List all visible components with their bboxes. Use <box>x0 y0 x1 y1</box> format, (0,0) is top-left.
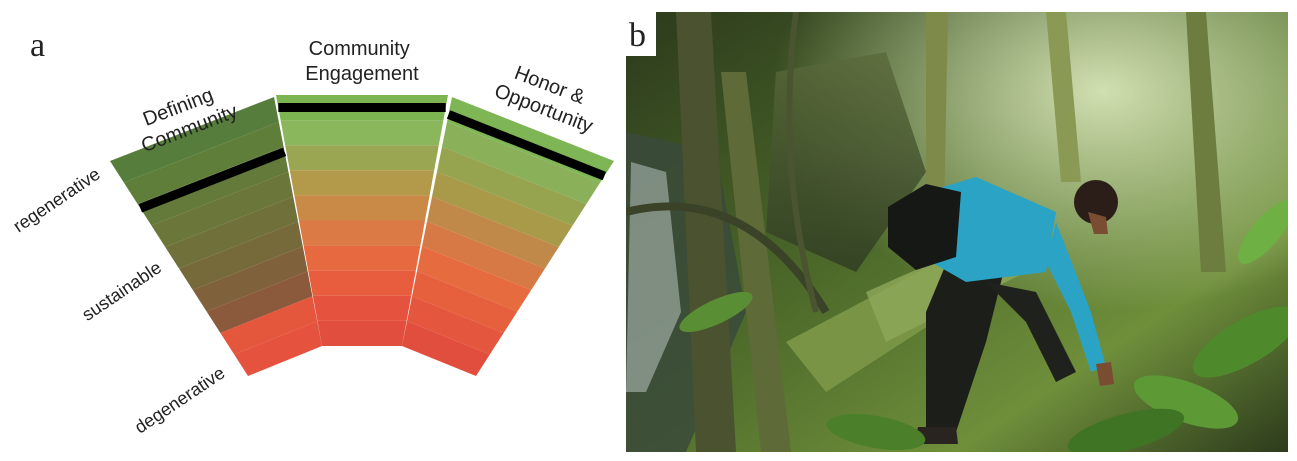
scale-label-degenerative: degenerative <box>131 363 228 438</box>
panel-b-letter: b <box>629 17 646 54</box>
segment-title-community-engagement: Community Engagement <box>305 38 419 85</box>
segment-band <box>308 270 416 296</box>
segment-band <box>437 146 587 226</box>
scale-label-sustainable: sustainable <box>78 257 165 325</box>
leaf <box>1133 375 1239 429</box>
person-figure <box>888 177 1118 444</box>
tree-trunk <box>926 12 948 212</box>
leaf <box>679 291 753 333</box>
segment-band <box>402 321 490 376</box>
segment-marker-line <box>138 147 287 213</box>
segment-defining-community <box>110 97 322 376</box>
segment-band <box>151 171 294 247</box>
fan-diagram: a Defining Community Community Engagemen… <box>10 27 614 438</box>
segment-band <box>110 97 279 183</box>
segment-band <box>192 246 308 312</box>
segment-band <box>280 120 444 146</box>
leaf <box>1192 306 1288 378</box>
segment-marker-line <box>446 110 606 181</box>
waterfall <box>626 162 681 392</box>
segment-band <box>312 295 412 321</box>
leaf <box>826 414 926 450</box>
segment-band <box>303 245 421 271</box>
tree-trunk <box>676 12 736 452</box>
segment-band <box>234 321 322 376</box>
segment-band <box>179 221 303 290</box>
segment-honor-opportunity <box>402 97 614 376</box>
segment-band <box>317 320 407 346</box>
segment-band <box>442 121 601 204</box>
segment-band <box>294 195 430 221</box>
segment-band <box>407 296 504 355</box>
mossy-rock <box>766 52 926 272</box>
segment-band <box>220 296 318 355</box>
panel-b-letter-box <box>626 12 656 56</box>
segment-band <box>417 246 532 312</box>
segment-band <box>299 220 425 246</box>
segment-band <box>412 271 518 333</box>
segment-band <box>206 271 313 333</box>
tree-trunk <box>1046 12 1081 182</box>
segment-band <box>289 170 435 196</box>
panel-a-letter: a <box>30 27 45 64</box>
segment-band <box>427 196 559 269</box>
scale-label-regenerative: regenerative <box>10 164 104 237</box>
segment-community-engagement <box>276 95 448 346</box>
tree-trunk <box>1186 12 1226 272</box>
tree-trunk <box>721 72 791 452</box>
vine <box>786 12 819 313</box>
leaf <box>1067 408 1185 452</box>
forest-photo: b <box>626 12 1288 452</box>
leaf <box>1238 200 1288 264</box>
segment-band <box>432 171 573 247</box>
vine <box>626 202 830 315</box>
segment-band <box>422 221 545 290</box>
segment-band <box>285 145 439 171</box>
segment-band <box>123 121 284 204</box>
segment-band <box>165 196 298 269</box>
